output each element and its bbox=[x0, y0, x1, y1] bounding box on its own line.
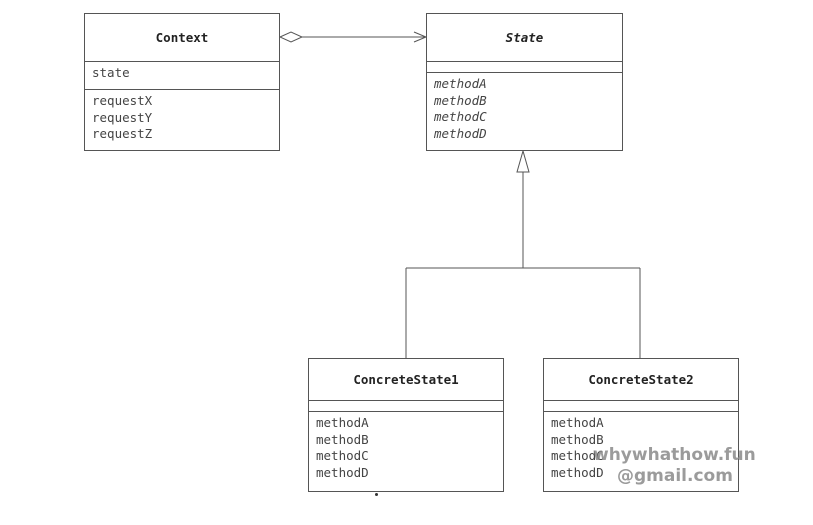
concrete-state2-class: ConcreteState2 methodA methodB methodC m… bbox=[543, 358, 739, 492]
state-class-name: State bbox=[427, 14, 622, 62]
watermark: whywhathow.fun @gmail.com bbox=[593, 445, 756, 487]
aggregation-diamond bbox=[278, 31, 304, 43]
context-operations: requestX requestY requestZ bbox=[85, 90, 279, 146]
generalization-triangle bbox=[516, 149, 530, 173]
state-class: State methodA methodB methodC methodD bbox=[426, 13, 623, 151]
operation-methodd: methodD bbox=[434, 125, 487, 141]
concrete-state1-operations: methodA methodB methodC methodD bbox=[309, 412, 503, 484]
concrete-state1-class: ConcreteState1 methodA methodB methodC m… bbox=[308, 358, 504, 492]
operation-methodb: methodB bbox=[434, 92, 487, 108]
concrete-state2-attributes bbox=[544, 401, 738, 412]
concrete-state1-attributes bbox=[309, 401, 503, 412]
watermark-line-1: whywhathow.fun bbox=[593, 445, 756, 465]
operation-methodc: methodC bbox=[551, 448, 604, 463]
concrete-state1-class-name: ConcreteState1 bbox=[309, 359, 503, 401]
context-attributes: state bbox=[85, 62, 279, 90]
concrete-state2-class-name: ConcreteState2 bbox=[544, 359, 738, 401]
operation-methodb: methodB bbox=[551, 431, 604, 447]
operation-methoda: methodA bbox=[551, 415, 604, 430]
attribute-state: state bbox=[92, 65, 130, 80]
watermark-line-2: @gmail.com bbox=[617, 466, 733, 486]
state-operations: methodA methodB methodC methodD bbox=[427, 73, 622, 145]
operation-requestz: requestZ bbox=[92, 126, 153, 141]
context-class: Context state requestX requestY requestZ bbox=[84, 13, 280, 151]
concrete-state2-operations: methodA methodB methodC methodD bbox=[544, 412, 738, 484]
stray-dot bbox=[375, 493, 378, 496]
operation-methodc: methodC bbox=[434, 109, 487, 124]
operation-methoda: methodA bbox=[316, 415, 369, 430]
operation-methoda: methodA bbox=[434, 76, 487, 91]
context-class-name: Context bbox=[85, 14, 279, 62]
operation-methodd: methodD bbox=[316, 464, 369, 480]
operation-methodc: methodC bbox=[316, 448, 369, 463]
operation-requestx: requestX bbox=[92, 93, 153, 108]
operation-requesty: requestY bbox=[92, 109, 153, 125]
operation-methodd: methodD bbox=[551, 464, 604, 480]
operation-methodb: methodB bbox=[316, 431, 369, 447]
state-attributes bbox=[427, 62, 622, 73]
